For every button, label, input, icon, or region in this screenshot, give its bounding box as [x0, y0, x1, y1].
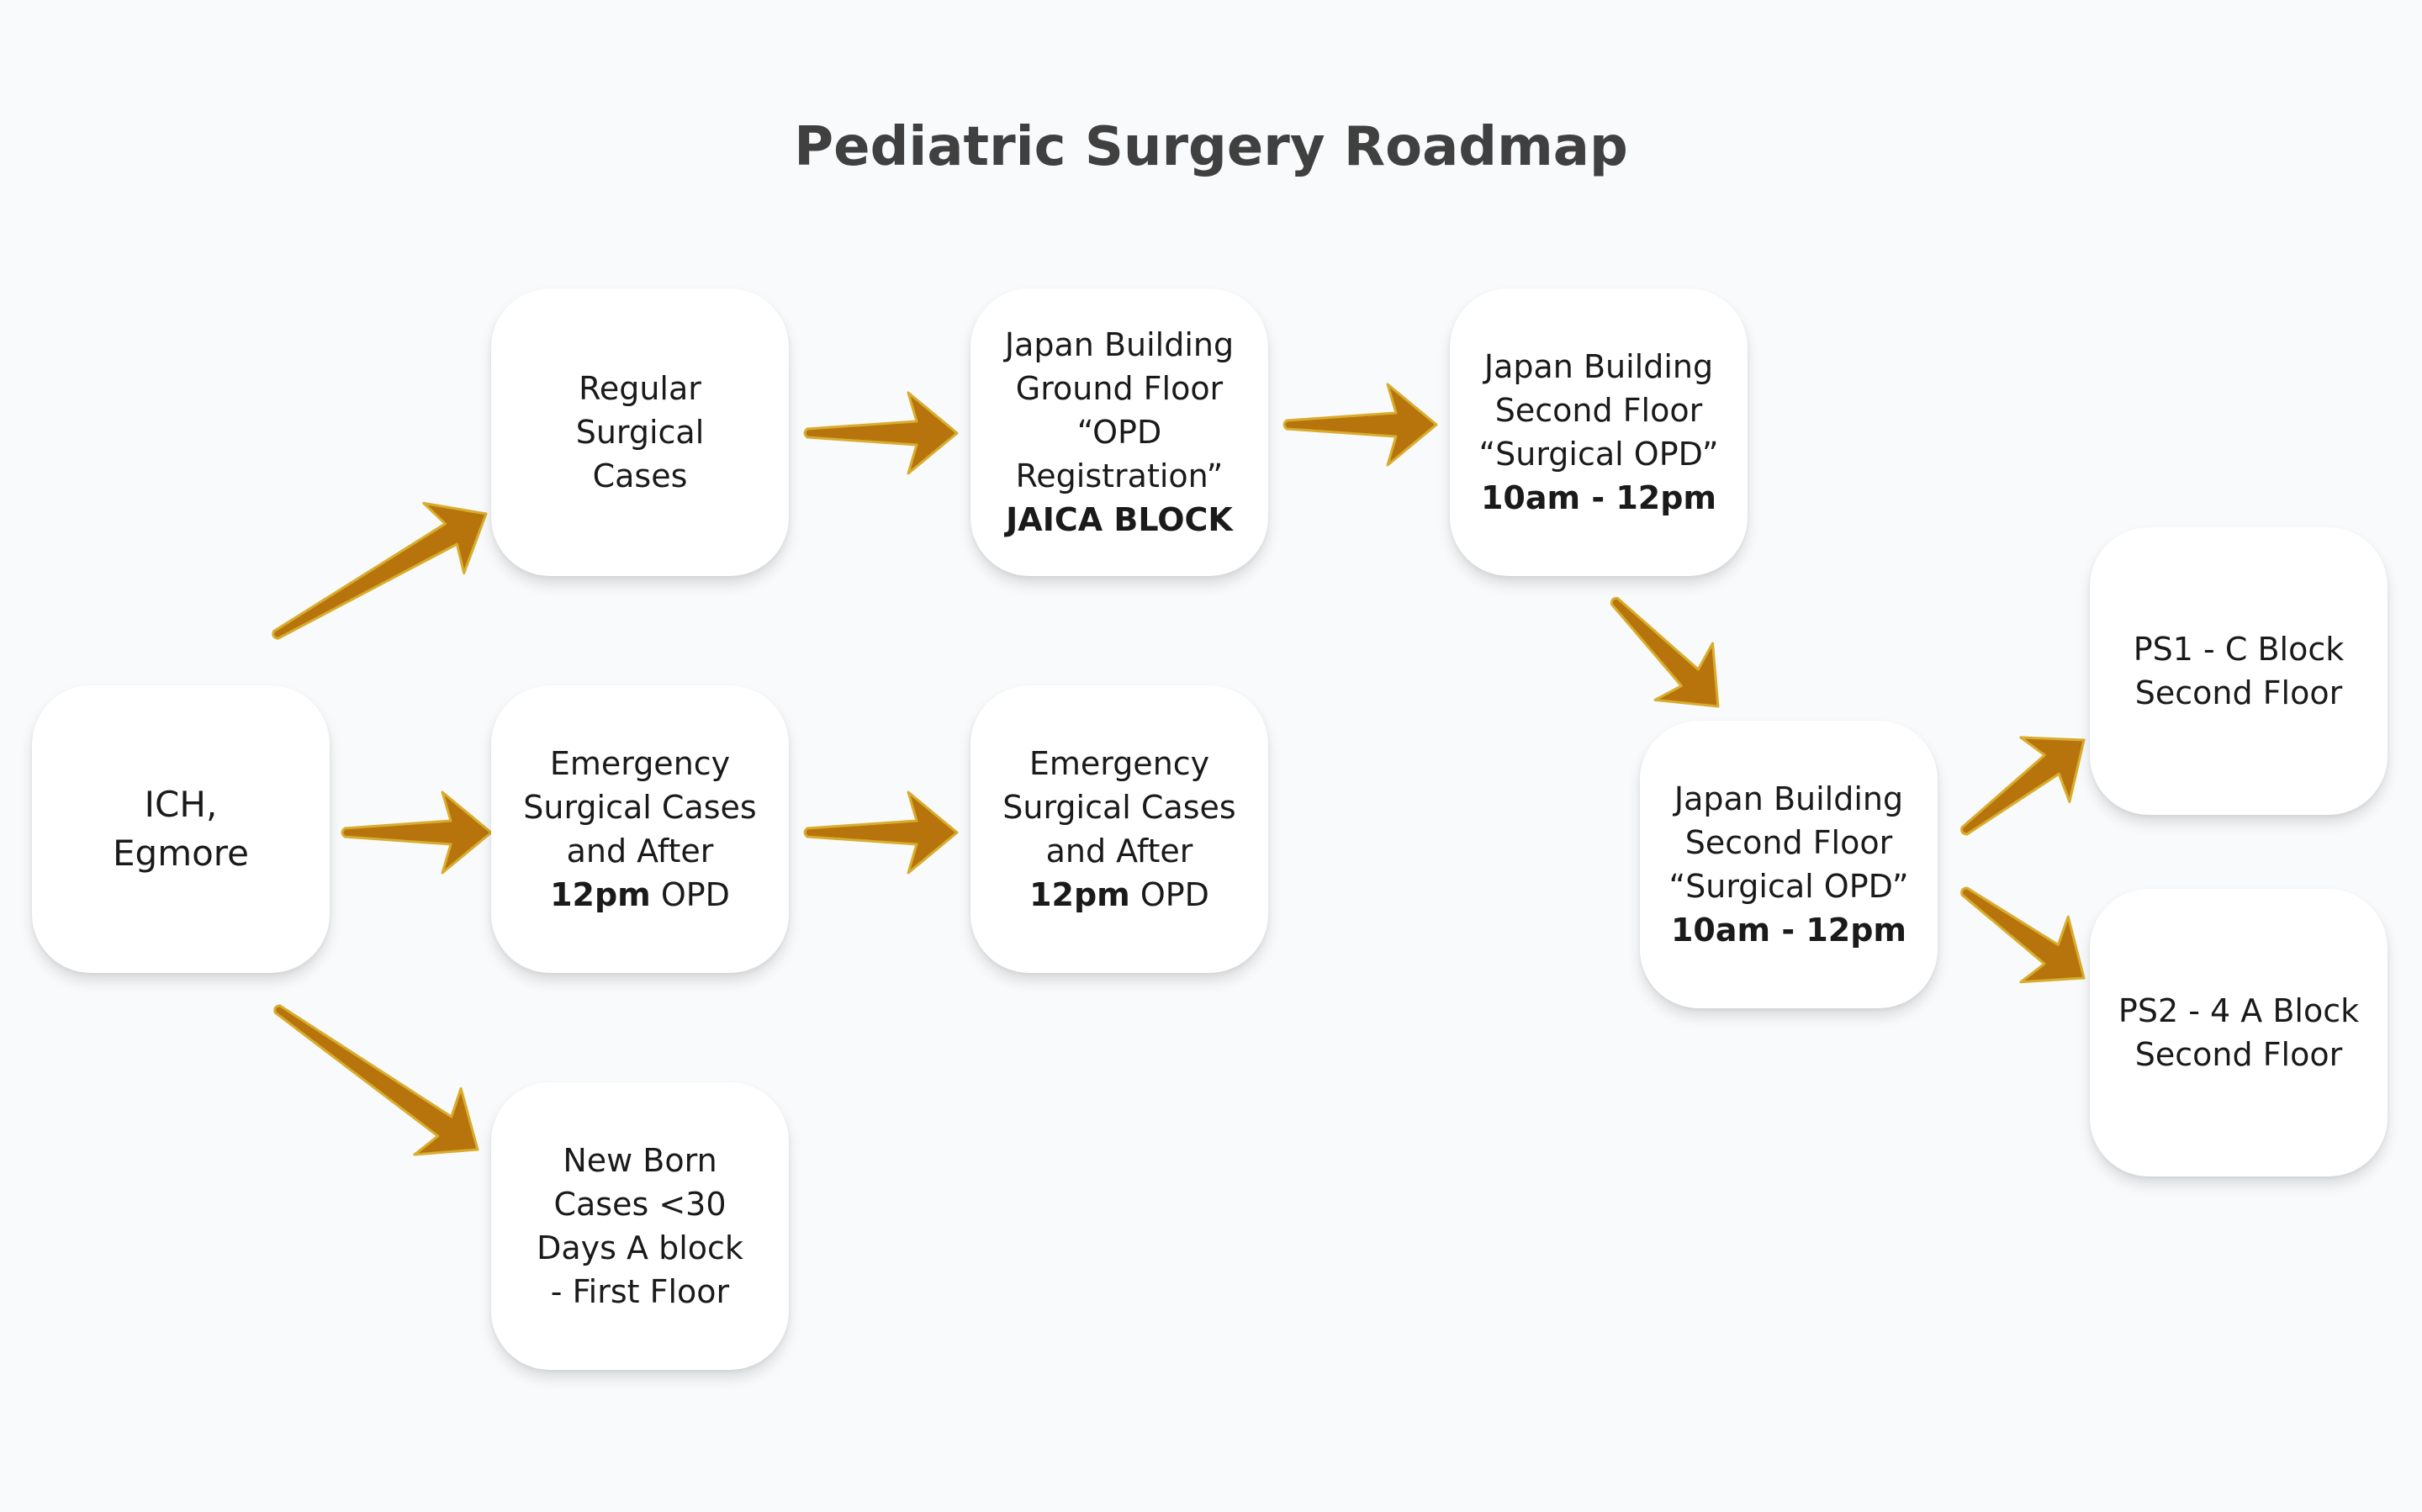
node-line-bold: 10am - 12pm — [1480, 479, 1717, 516]
node-line: Second Floor — [1684, 824, 1893, 861]
node-line: Ground Floor — [1015, 370, 1224, 407]
node-regular-surgical-cases: Regular Surgical Cases — [491, 288, 789, 576]
arrow-regular-to-opd-registration — [803, 391, 959, 475]
node-line: Japan Building — [1483, 348, 1714, 385]
node-line: New Born — [563, 1142, 717, 1179]
arrow-to-ps1 — [1960, 736, 2086, 836]
node-line: Emergency — [1029, 745, 1210, 782]
arrow-ich-to-emergency — [341, 790, 493, 875]
node-line: and After — [566, 833, 714, 870]
node-line: Second Floor — [2134, 674, 2343, 711]
node-ps1-c-block: PS1 - C Block Second Floor — [2090, 527, 2388, 815]
node-line: Second Floor — [2134, 1036, 2343, 1073]
arrow-to-ps2 — [1960, 886, 2086, 984]
node-line: Days A block — [537, 1229, 743, 1266]
node-line: Cases <30 — [553, 1186, 727, 1223]
node-line: “Surgical OPD” — [1668, 868, 1909, 905]
arrow-ich-to-newborn — [273, 1004, 479, 1156]
node-line: PS2 - 4 A Block — [2118, 992, 2360, 1029]
node-line-bold: 10am - 12pm — [1670, 912, 1907, 949]
node-line: Cases — [592, 457, 688, 494]
node-line: Regular — [579, 370, 701, 407]
node-emergency-surgical-cases-1: Emergency Surgical Cases and After 12pm … — [491, 685, 789, 973]
node-line: and After — [1045, 833, 1193, 870]
node-line: - First Floor — [550, 1273, 730, 1310]
arrow-surgical-opd-down — [1610, 596, 1720, 708]
node-line: Emergency — [549, 745, 731, 782]
node-line: Japan Building — [1004, 326, 1235, 363]
node-line: Japan Building — [1674, 780, 1904, 817]
node-surgical-opd-top: Japan Building Second Floor “Surgical OP… — [1450, 288, 1748, 576]
node-line-rest: OPD — [650, 876, 730, 913]
node-emergency-surgical-cases-2: Emergency Surgical Cases and After 12pm … — [970, 685, 1268, 973]
node-line: ICH, — [144, 784, 218, 825]
node-line: PS1 - C Block — [2133, 631, 2345, 668]
node-ich-egmore: ICH, Egmore — [32, 685, 330, 973]
node-line: Surgical Cases — [1002, 789, 1236, 826]
node-surgical-opd-bottom: Japan Building Second Floor “Surgical OP… — [1640, 721, 1938, 1008]
node-line: Second Floor — [1494, 392, 1703, 429]
node-time-bold: 12pm — [550, 876, 651, 913]
node-line: 12pm OPD — [550, 873, 730, 917]
node-line: Egmore — [113, 833, 249, 874]
node-new-born-cases: New Born Cases <30 Days A block - First … — [491, 1082, 789, 1370]
arrow-opd-registration-to-surgical-opd — [1282, 383, 1438, 467]
node-line: Surgical Cases — [523, 789, 757, 826]
node-ps2-4a-block: PS2 - 4 A Block Second Floor — [2090, 889, 2388, 1176]
node-line: “OPD — [1076, 414, 1162, 451]
node-time-bold: 12pm — [1029, 876, 1130, 913]
node-line-rest: OPD — [1129, 876, 1209, 913]
node-line: 12pm OPD — [1029, 873, 1209, 917]
arrow-emergency-to-emergency — [803, 790, 959, 875]
node-line-bold: JAICA BLOCK — [1006, 501, 1233, 538]
node-line: “Surgical OPD” — [1478, 436, 1719, 473]
node-line: Registration” — [1015, 457, 1224, 494]
page-title: Pediatric Surgery Roadmap — [794, 116, 1628, 178]
node-opd-registration: Japan Building Ground Floor “OPD Registr… — [970, 288, 1268, 576]
node-line: Surgical — [575, 414, 705, 451]
arrow-ich-to-regular — [272, 501, 488, 640]
